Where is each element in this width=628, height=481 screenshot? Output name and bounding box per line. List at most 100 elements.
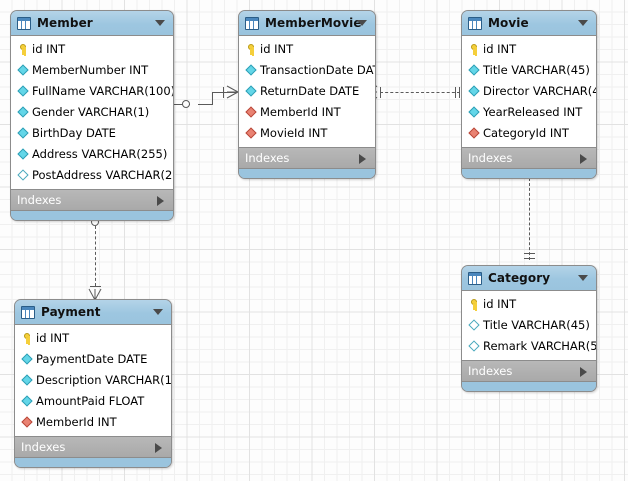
column-label: id INT	[483, 41, 517, 56]
indexes-row[interactable]: Indexes	[239, 148, 375, 169]
column-row[interactable]: ReturnDate DATE	[239, 81, 375, 102]
column-label: MemberNumber INT	[32, 62, 149, 77]
caret-down-icon[interactable]	[578, 20, 588, 26]
connector-segment	[529, 178, 530, 260]
entity-header-category[interactable]: Category	[462, 266, 596, 291]
entity-footer	[11, 211, 173, 220]
caret-right-icon[interactable]	[155, 443, 162, 453]
entity-header-membermovie[interactable]: MemberMovie	[239, 11, 375, 36]
diamond-icon	[468, 85, 481, 98]
indexes-label: Indexes	[17, 193, 62, 207]
connector-segment	[198, 104, 212, 105]
column-row[interactable]: FullName VARCHAR(100)	[11, 81, 173, 102]
entity-title: Category	[488, 271, 551, 285]
column-row[interactable]: Director VARCHAR(45)	[462, 81, 596, 102]
entity-header-movie[interactable]: Movie	[462, 11, 596, 36]
entity-membermovie[interactable]: MemberMovie id INT TransactionDate DATE …	[238, 10, 376, 179]
caret-down-icon[interactable]	[153, 309, 163, 315]
column-label: id INT	[483, 296, 517, 311]
diamond-icon	[21, 395, 34, 408]
column-label: Description VARCHAR(100)	[36, 372, 172, 387]
diamond-icon	[245, 85, 258, 98]
key-icon	[468, 298, 481, 311]
column-row[interactable]: id INT	[462, 294, 596, 315]
column-row[interactable]: id INT	[239, 39, 375, 60]
indexes-row[interactable]: Indexes	[462, 148, 596, 169]
red-diamond-icon	[245, 106, 258, 119]
diamond-icon	[468, 64, 481, 77]
indexes-label: Indexes	[468, 151, 513, 165]
column-row[interactable]: id INT	[11, 39, 173, 60]
caret-down-icon[interactable]	[357, 20, 367, 26]
column-label: YearReleased INT	[483, 104, 583, 119]
entity-footer	[462, 382, 596, 391]
column-row[interactable]: BirthDay DATE	[11, 123, 173, 144]
column-row[interactable]: TransactionDate DATE	[239, 60, 375, 81]
connector-segment	[212, 92, 213, 105]
diamond-icon	[17, 148, 30, 161]
entity-columns-movie: id INT Title VARCHAR(45) Director VARCHA…	[462, 36, 596, 148]
caret-right-icon[interactable]	[580, 367, 587, 377]
entity-member[interactable]: Member id INT MemberNumber INT FullName …	[10, 10, 174, 221]
connector-segment	[212, 92, 236, 93]
column-row[interactable]: Gender VARCHAR(1)	[11, 102, 173, 123]
cardinality-one-tick	[223, 87, 224, 98]
entity-columns-member: id INT MemberNumber INT FullName VARCHAR…	[11, 36, 173, 190]
column-label: MovieId INT	[260, 125, 328, 140]
column-row[interactable]: MemberId INT	[239, 102, 375, 123]
column-row[interactable]: Description VARCHAR(100)	[15, 370, 171, 391]
caret-right-icon[interactable]	[157, 196, 164, 206]
entity-header-member[interactable]: Member	[11, 11, 173, 36]
column-row[interactable]: Title VARCHAR(45)	[462, 60, 596, 81]
connector-segment	[380, 92, 460, 93]
column-row[interactable]: YearReleased INT	[462, 102, 596, 123]
entity-footer	[15, 458, 171, 467]
cardinality-one-tick	[90, 286, 101, 287]
red-diamond-icon	[245, 127, 258, 140]
caret-down-icon[interactable]	[155, 20, 165, 26]
entity-payment[interactable]: Payment id INT PaymentDate DATE Descript…	[14, 299, 172, 468]
entity-title: MemberMovie	[265, 16, 362, 30]
column-row[interactable]: PostAddress VARCHAR(255)	[11, 165, 173, 186]
entity-title: Movie	[488, 16, 529, 30]
caret-right-icon[interactable]	[580, 154, 587, 164]
column-label: PaymentDate DATE	[36, 351, 148, 366]
entity-title: Member	[37, 16, 93, 30]
cardinality-one-tick	[524, 253, 535, 254]
indexes-row[interactable]: Indexes	[462, 361, 596, 382]
entity-footer	[462, 169, 596, 178]
indexes-row[interactable]: Indexes	[15, 437, 171, 458]
key-icon	[245, 43, 258, 56]
diamond-icon	[17, 85, 30, 98]
table-icon	[245, 16, 259, 30]
indexes-row[interactable]: Indexes	[11, 190, 173, 211]
entity-columns-category: id INT Title VARCHAR(45) Remark VARCHAR(…	[462, 291, 596, 361]
column-row[interactable]: MemberNumber INT	[11, 60, 173, 81]
column-row[interactable]: id INT	[462, 39, 596, 60]
column-label: BirthDay DATE	[32, 125, 116, 140]
diamond-icon	[468, 106, 481, 119]
entity-header-payment[interactable]: Payment	[15, 300, 171, 325]
indexes-label: Indexes	[21, 440, 66, 454]
column-row[interactable]: MovieId INT	[239, 123, 375, 144]
diamond-icon	[17, 127, 30, 140]
entity-footer	[239, 169, 375, 178]
entity-movie[interactable]: Movie id INT Title VARCHAR(45) Director …	[461, 10, 597, 179]
key-icon	[468, 43, 481, 56]
entity-category[interactable]: Category id INT Title VARCHAR(45) Remark…	[461, 265, 597, 392]
column-row[interactable]: Title VARCHAR(45)	[462, 315, 596, 336]
caret-down-icon[interactable]	[578, 275, 588, 281]
caret-right-icon[interactable]	[359, 154, 366, 164]
column-row[interactable]: AmountPaid FLOAT	[15, 391, 171, 412]
column-row[interactable]: Address VARCHAR(255)	[11, 144, 173, 165]
column-row[interactable]: Remark VARCHAR(500)	[462, 336, 596, 357]
column-row[interactable]: MemberId INT	[15, 412, 171, 433]
column-row[interactable]: CategoryId INT	[462, 123, 596, 144]
column-label: MemberId INT	[260, 104, 341, 119]
indexes-label: Indexes	[245, 151, 290, 165]
column-row[interactable]: id INT	[15, 328, 171, 349]
cardinality-zero-or-one-marker	[182, 100, 190, 108]
column-row[interactable]: PaymentDate DATE	[15, 349, 171, 370]
entity-columns-membermovie: id INT TransactionDate DATE ReturnDate D…	[239, 36, 375, 148]
